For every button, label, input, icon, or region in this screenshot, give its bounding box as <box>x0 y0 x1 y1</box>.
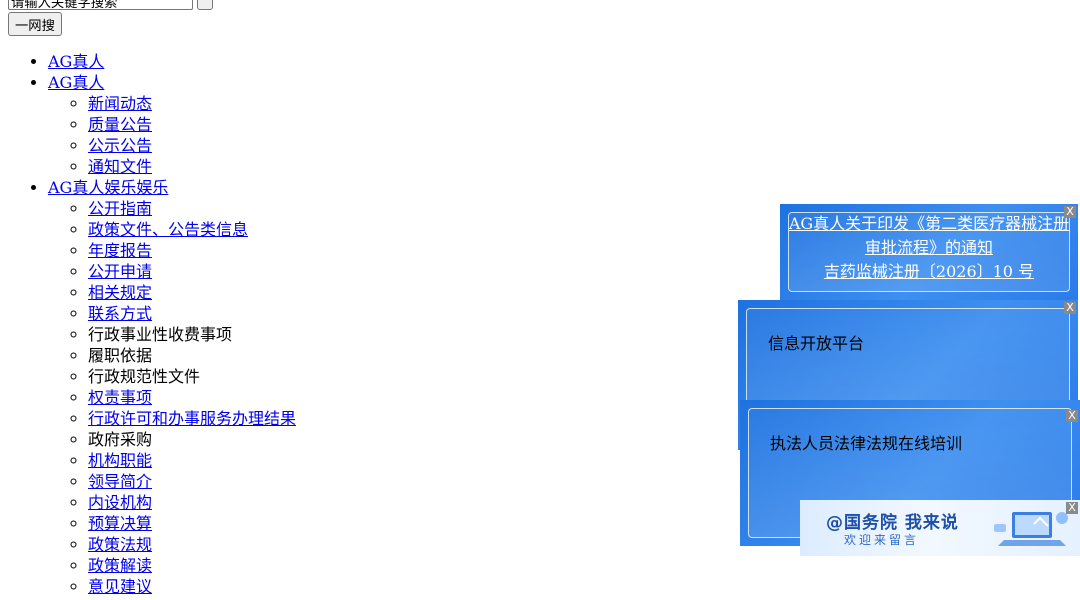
gov-banner-title: @国务院 我来说 <box>826 513 959 533</box>
submenu-link[interactable]: 内设机构 <box>88 493 153 512</box>
submenu-item: 领导简介 <box>88 471 296 492</box>
submenu-item: 新闻动态 <box>88 93 296 114</box>
submenu-link[interactable]: 年度报告 <box>88 241 153 260</box>
submenu-item: 机构职能 <box>88 450 296 471</box>
gov-banner-subtitle: 欢迎来留言 <box>844 533 920 547</box>
submenu-link[interactable]: 意见建议 <box>88 577 153 596</box>
submenu-link[interactable]: 公开申请 <box>88 262 153 281</box>
submenu-link[interactable]: 机构职能 <box>88 451 153 470</box>
submenu-item: 预算决算 <box>88 513 296 534</box>
notice-float-panel: AG真人关于印发《第二类医疗器械注册 审批流程》的通知 吉药监械注册〔2026〕… <box>780 204 1078 300</box>
info-platform-close-button[interactable]: X <box>1064 302 1076 314</box>
submenu-link[interactable]: 权责事项 <box>88 388 153 407</box>
submenu-item: 质量公告 <box>88 114 296 135</box>
nav-item: AG真人新闻动态质量公告公示公告通知文件 <box>48 72 296 177</box>
submenu-item: 意见建议 <box>88 576 296 597</box>
submenu-item: 通知文件 <box>88 156 296 177</box>
submenu-text: 履职依据 <box>88 346 153 365</box>
submenu-item: 行政规范性文件 <box>88 366 296 387</box>
submenu-item: 相关规定 <box>88 282 296 303</box>
notice-panel-frame <box>788 212 1070 292</box>
nav-link[interactable]: AG真人娱乐娱乐 <box>48 178 169 197</box>
submenu-item: 公开申请 <box>88 261 296 282</box>
submenu-link[interactable]: 新闻动态 <box>88 94 153 113</box>
submenu-text: 行政规范性文件 <box>88 367 201 386</box>
search-submit-button[interactable] <box>197 0 213 10</box>
main-nav: AG真人AG真人新闻动态质量公告公示公告通知文件AG真人娱乐娱乐公开指南政策文件… <box>0 51 296 597</box>
notice-line-1: AG真人关于印发《第二类医疗器械注册 <box>788 214 1070 233</box>
submenu-item: 政策解读 <box>88 555 296 576</box>
nav-link[interactable]: AG真人 <box>48 52 105 71</box>
submenu-link[interactable]: 通知文件 <box>88 157 153 176</box>
submenu-item: 政府采购 <box>88 429 296 450</box>
submenu-item: 内设机构 <box>88 492 296 513</box>
nav-link[interactable]: AG真人 <box>48 73 105 92</box>
submenu-text: 行政事业性收费事项 <box>88 325 233 344</box>
submenu-item: 行政事业性收费事项 <box>88 324 296 345</box>
nav-item: AG真人娱乐娱乐公开指南政策文件、公告类信息年度报告公开申请相关规定联系方式行政… <box>48 177 296 597</box>
search-input[interactable] <box>8 0 193 10</box>
training-close-button[interactable]: X <box>1066 410 1078 422</box>
submenu-link[interactable]: 政策解读 <box>88 556 153 575</box>
notice-text: AG真人关于印发《第二类医疗器械注册 审批流程》的通知 吉药监械注册〔2026〕… <box>780 212 1078 284</box>
submenu-link[interactable]: 联系方式 <box>88 304 153 323</box>
notice-line-2: 审批流程》的通知 <box>864 238 993 257</box>
submenu-item: 权责事项 <box>88 387 296 408</box>
submenu-link[interactable]: 质量公告 <box>88 115 153 134</box>
submenu-item: 联系方式 <box>88 303 296 324</box>
submenu-item: 公开指南 <box>88 198 296 219</box>
submenu-item: 行政许可和办事服务办理结果 <box>88 408 296 429</box>
nav-item: AG真人 <box>48 51 296 72</box>
submenu-item: 政策文件、公告类信息 <box>88 219 296 240</box>
notice-link[interactable]: AG真人关于印发《第二类医疗器械注册 审批流程》的通知 吉药监械注册〔2026〕… <box>789 214 1069 281</box>
search-area: 一网搜 <box>8 0 408 36</box>
info-platform-label: 信息开放平台 <box>768 334 865 353</box>
notice-line-3: 吉药监械注册〔2026〕10 号 <box>823 262 1035 281</box>
training-label: 执法人员法律法规在线培训 <box>770 434 963 453</box>
submenu-item: 政策法规 <box>88 534 296 555</box>
gov-message-banner[interactable]: @国务院 我来说 欢迎来留言 X <box>800 500 1080 556</box>
search-row <box>8 0 408 12</box>
notice-close-button[interactable]: X <box>1064 206 1076 218</box>
submenu-link[interactable]: 公开指南 <box>88 199 153 218</box>
submenu-link[interactable]: 相关规定 <box>88 283 153 302</box>
submenu-item: 年度报告 <box>88 240 296 261</box>
nav-submenu: 公开指南政策文件、公告类信息年度报告公开申请相关规定联系方式行政事业性收费事项履… <box>48 198 296 597</box>
nav-submenu: 新闻动态质量公告公示公告通知文件 <box>48 93 296 177</box>
one-net-search-button[interactable]: 一网搜 <box>8 12 62 36</box>
submenu-item: 履职依据 <box>88 345 296 366</box>
laptop-illustration-icon <box>994 512 1068 546</box>
submenu-item: 公示公告 <box>88 135 296 156</box>
gov-banner-close-button[interactable]: X <box>1066 502 1078 514</box>
submenu-link[interactable]: 领导简介 <box>88 472 153 491</box>
submenu-link[interactable]: 行政许可和办事服务办理结果 <box>88 409 297 428</box>
submenu-link[interactable]: 预算决算 <box>88 514 153 533</box>
submenu-link[interactable]: 政策法规 <box>88 535 153 554</box>
submenu-link[interactable]: 公示公告 <box>88 136 153 155</box>
submenu-text: 政府采购 <box>88 430 153 449</box>
submenu-link[interactable]: 政策文件、公告类信息 <box>88 220 249 239</box>
